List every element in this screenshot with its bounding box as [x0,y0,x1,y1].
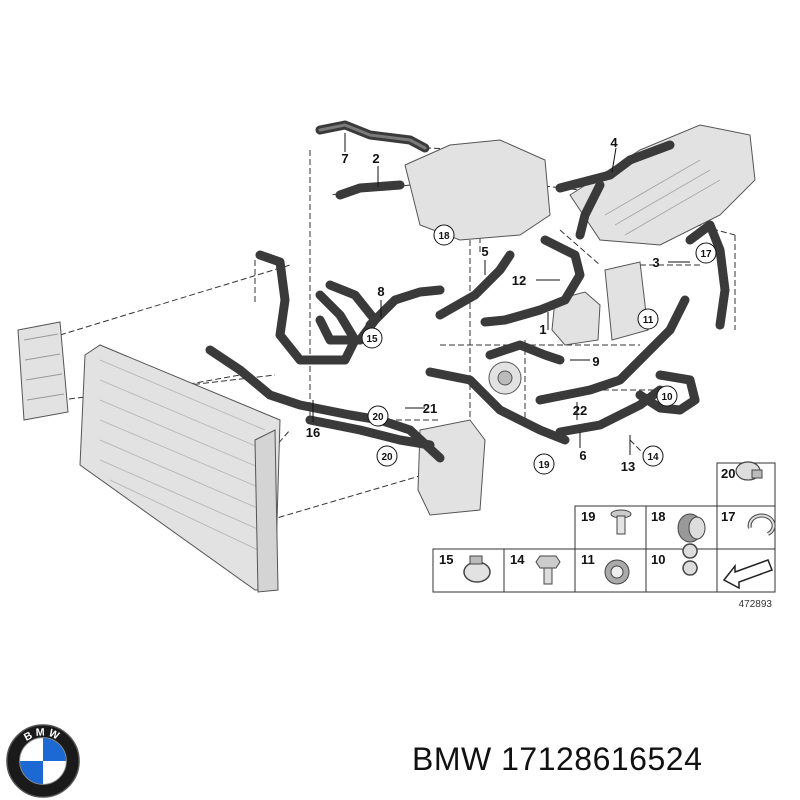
expansion-tank-left [17,321,69,421]
svg-text:20: 20 [372,412,384,423]
legend-cell-15: 15 [432,548,505,593]
svg-text:15: 15 [366,334,378,345]
callout-9: 9 [592,354,599,369]
expanding-rivet-icon [610,509,632,535]
callout-6: 6 [579,448,586,463]
callout-5: 5 [481,244,488,259]
svg-text:14: 14 [510,552,525,567]
callout-leaders [312,133,690,455]
clamp-sleeve-icon [604,559,630,585]
callout-1: 1 [539,322,546,337]
callout-16: 16 [306,425,320,440]
water-pump [488,361,522,395]
parts-legend: 20 19 18 17 [432,461,776,610]
svg-text:18: 18 [651,509,665,524]
callout-labels: 1 2 3 4 5 6 7 8 9 12 13 16 21 22 [306,135,660,474]
callout-19: 19 [533,453,555,475]
legend-cell-18: 18 [645,505,718,550]
radiator [79,344,281,593]
bmw-logo: BMW [6,724,80,798]
callout-12: 12 [512,273,526,288]
coolant-reservoir [417,419,486,516]
svg-text:10: 10 [661,392,673,403]
callout-2: 2 [372,151,379,166]
svg-text:15: 15 [439,552,453,567]
callout-3: 3 [652,255,659,270]
svg-text:11: 11 [581,552,595,567]
callout-17: 17 [695,242,717,264]
engine-block [404,124,756,246]
legend-cell-11: 11 [574,548,647,593]
spring-clip-icon [747,513,776,536]
legend-cell-10: 10 [645,543,718,593]
callout-13: 13 [621,459,635,474]
svg-text:20: 20 [381,452,393,463]
legend-cell-17: 17 [716,505,776,550]
circled-callouts: 10 11 14 15 17 18 19 20 20 [361,224,717,475]
callout-18: 18 [433,224,455,246]
corrugated-sleeve-icon [677,513,706,543]
direction-arrow-icon [722,559,773,590]
callout-10: 10 [656,385,678,407]
callout-7: 7 [341,151,348,166]
legend-cell-14: 14 [503,548,576,593]
callout-14: 14 [642,445,664,467]
svg-text:17: 17 [721,509,735,524]
svg-text:20: 20 [721,466,735,481]
svg-text:14: 14 [647,452,659,463]
svg-text:17: 17 [700,249,712,260]
svg-text:BMW: BMW [22,726,64,743]
svg-text:18: 18 [438,231,450,242]
hex-bolt-icon [535,555,561,585]
holder-clip-icon [682,543,698,576]
callout-20-b: 20 [376,445,398,467]
coolant-hoses [205,120,730,463]
legend-cell-19: 19 [574,505,647,550]
callout-15: 15 [361,327,383,349]
callout-21: 21 [423,401,437,416]
svg-text:10: 10 [651,552,665,567]
diagram-id: 472893 [739,599,773,610]
svg-text:11: 11 [643,315,654,326]
svg-text:19: 19 [538,460,550,471]
brand-part-number: BMW 17128616524 [412,741,703,777]
callout-8: 8 [377,284,384,299]
callout-22: 22 [573,403,587,418]
hose-clamp-icon [463,555,491,583]
legend-cell-arrow [716,548,776,593]
callout-11: 11 [637,308,659,330]
callout-20-a: 20 [367,405,389,427]
svg-text:19: 19 [581,509,595,524]
legend-cell-20: 20 [716,461,776,507]
expansion-tank-right [551,261,649,346]
callout-4: 4 [610,135,618,150]
